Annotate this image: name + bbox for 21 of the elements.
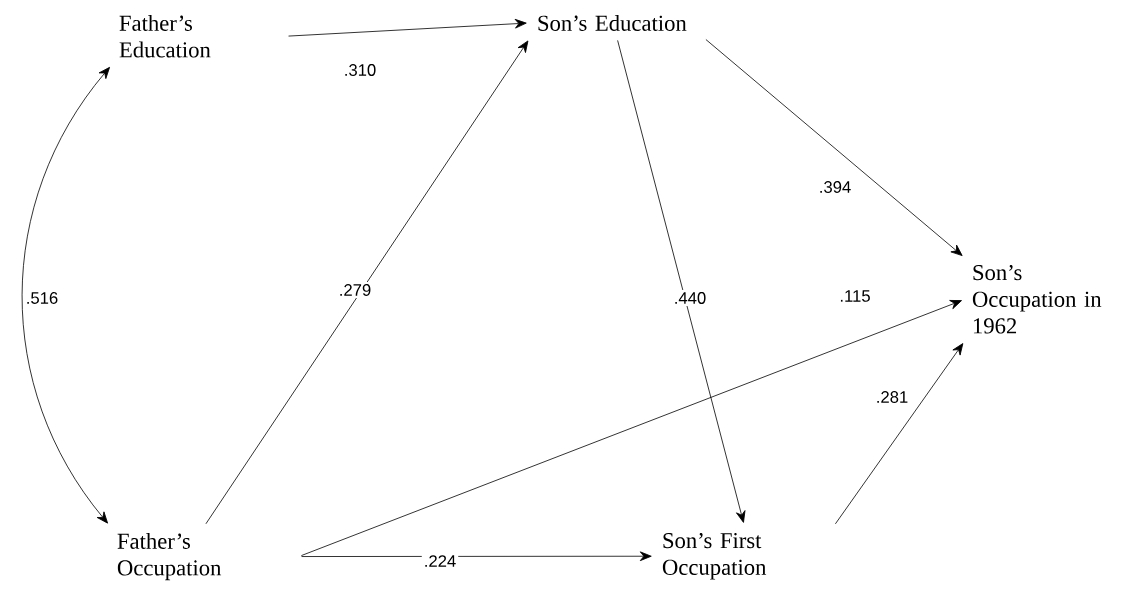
arrow (300, 300, 962, 556)
edge-label: .516 (23, 290, 61, 306)
arrow (205, 40, 529, 525)
arrow (705, 39, 963, 256)
edge-label: .281 (873, 389, 911, 405)
arrow (835, 343, 964, 525)
edge-label: .224 (421, 553, 459, 569)
edge-label: .115 (837, 288, 873, 304)
variable-label: Father’s Education (119, 14, 211, 58)
variable-label: Son’s Occupation in 1962 (972, 264, 1102, 334)
variable-label: Son’s Education (538, 14, 687, 31)
variable-label: Father’s Occupation (117, 532, 222, 581)
arrow (21, 66, 110, 524)
edge-label: .310 (341, 62, 379, 78)
arrow (288, 18, 527, 37)
edge-label: .279 (336, 282, 374, 298)
arrow (617, 40, 746, 523)
edge-label: .394 (816, 179, 854, 195)
variable-label: Son’s First Occupation (662, 532, 767, 580)
arrow (301, 551, 652, 562)
edge-label: .440 (671, 290, 709, 306)
